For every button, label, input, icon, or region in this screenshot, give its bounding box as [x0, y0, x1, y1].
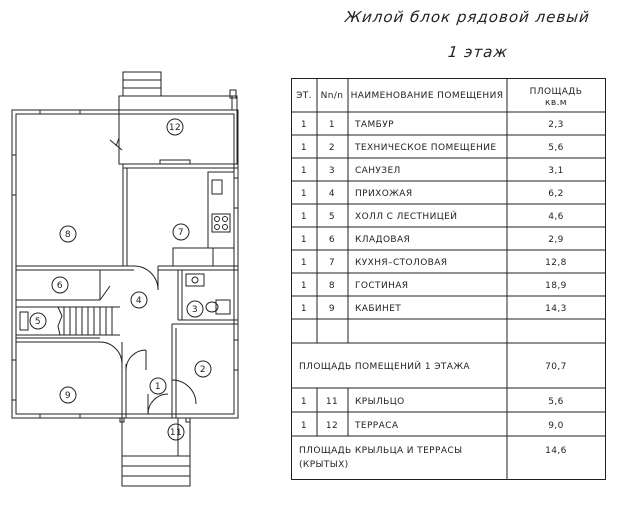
- svg-text:14,3: 14,3: [545, 304, 567, 314]
- header-area: ПЛОЩАДЬ: [530, 87, 583, 97]
- room-label-3: 3: [192, 305, 198, 315]
- header-area-unit: кв.м: [545, 98, 567, 108]
- total-porch-area: 14,6: [545, 446, 567, 456]
- header-num: Nn/n: [321, 91, 344, 101]
- svg-text:5: 5: [329, 212, 335, 222]
- svg-text:1: 1: [301, 189, 307, 199]
- porch-steps: [121, 455, 191, 487]
- svg-text:ХОЛЛ С ЛЕСТНИЦЕЙ: ХОЛЛ С ЛЕСТНИЦЕЙ: [355, 210, 457, 222]
- svg-text:9: 9: [329, 304, 335, 314]
- svg-text:1: 1: [301, 120, 307, 130]
- table-row: 1 12 ТЕРРАСА 9,0: [301, 421, 564, 431]
- svg-text:18,9: 18,9: [545, 281, 567, 291]
- room-label-8: 8: [65, 230, 71, 240]
- stove: [211, 213, 231, 233]
- sink: [185, 273, 205, 287]
- room-label-1: 1: [155, 382, 161, 392]
- svg-text:8: 8: [329, 281, 335, 291]
- total-porch-label-note: (КРЫТЫХ): [299, 460, 349, 470]
- svg-text:САНУЗЕЛ: САНУЗЕЛ: [355, 166, 401, 176]
- svg-text:ГОСТИНАЯ: ГОСТИНАЯ: [355, 281, 408, 291]
- table-row: 1 3 САНУЗЕЛ 3,1: [301, 166, 564, 176]
- room-label-7: 7: [178, 228, 184, 238]
- svg-text:1: 1: [301, 397, 307, 407]
- room-label-6: 6: [57, 281, 63, 291]
- table-row: 1 7 КУХНЯ–СТОЛОВАЯ 12,8: [301, 258, 567, 268]
- room-label-11: 11: [170, 428, 182, 438]
- fridge-unit: [172, 247, 214, 267]
- kitchen-counter: [207, 171, 235, 249]
- svg-text:2,3: 2,3: [548, 120, 564, 130]
- svg-text:1: 1: [301, 143, 307, 153]
- room-label-2: 2: [200, 365, 206, 375]
- svg-text:1: 1: [301, 235, 307, 245]
- terrace-steps: [122, 71, 162, 97]
- svg-text:КАБИНЕТ: КАБИНЕТ: [355, 304, 401, 314]
- table-row: 1 4 ПРИХОЖАЯ 6,2: [301, 189, 564, 199]
- room-label-4: 4: [136, 296, 142, 306]
- svg-text:1: 1: [301, 166, 307, 176]
- svg-text:12: 12: [326, 421, 338, 431]
- svg-text:7: 7: [329, 258, 335, 268]
- toilet: [215, 299, 231, 315]
- svg-text:ПРИХОЖАЯ: ПРИХОЖАЯ: [355, 189, 412, 199]
- svg-text:КРЫЛЬЦО: КРЫЛЬЦО: [355, 397, 405, 407]
- header-floor: ЭТ.: [296, 91, 312, 101]
- outer-wall-inner: [15, 113, 235, 415]
- svg-text:4,6: 4,6: [548, 212, 564, 222]
- svg-text:3,1: 3,1: [548, 166, 564, 176]
- svg-text:1: 1: [301, 421, 307, 431]
- table-row: 1 2 ТЕХНИЧЕСКОЕ ПОМЕЩЕНИЕ 5,6: [301, 143, 564, 153]
- svg-text:ТЕРРАСА: ТЕРРАСА: [354, 421, 399, 431]
- svg-text:12,8: 12,8: [545, 258, 567, 268]
- svg-text:9,0: 9,0: [548, 421, 564, 431]
- svg-text:1: 1: [301, 258, 307, 268]
- table-row: 1 6 КЛАДОВАЯ 2,9: [301, 235, 564, 245]
- svg-text:2: 2: [329, 143, 335, 153]
- drawing-subtitle: 1 этаж: [447, 43, 509, 61]
- svg-text:6,2: 6,2: [548, 189, 564, 199]
- table-row: 1 5 ХОЛЛ С ЛЕСТНИЦЕЙ 4,6: [301, 210, 564, 222]
- svg-text:КУХНЯ–СТОЛОВАЯ: КУХНЯ–СТОЛОВАЯ: [355, 258, 447, 268]
- floor-plan: 1 2 3 4 5 6 7 8 9 11 12: [11, 71, 239, 487]
- svg-text:1: 1: [301, 212, 307, 222]
- room-schedule-table: ЭТ. Nn/n НАИМЕНОВАНИЕ ПОМЕЩЕНИЯ ПЛОЩАДЬ …: [291, 78, 606, 480]
- table-row: 1 11 КРЫЛЬЦО 5,6: [301, 397, 564, 407]
- total-floor-label: ПЛОЩАДЬ ПОМЕЩЕНИЙ 1 ЭТАЖА: [299, 360, 470, 372]
- room-label-9: 9: [65, 391, 71, 401]
- total-porch-label: ПЛОЩАДЬ КРЫЛЬЦА И ТЕРРАСЫ: [299, 446, 462, 456]
- svg-text:1: 1: [329, 120, 335, 130]
- table-row: 1 1 ТАМБУР 2,3: [301, 120, 564, 130]
- svg-text:6: 6: [329, 235, 335, 245]
- svg-text:КЛАДОВАЯ: КЛАДОВАЯ: [355, 235, 410, 245]
- header-name: НАИМЕНОВАНИЕ ПОМЕЩЕНИЯ: [351, 91, 504, 101]
- svg-text:ТАМБУР: ТАМБУР: [354, 120, 394, 130]
- svg-text:5,6: 5,6: [548, 397, 564, 407]
- svg-text:1: 1: [301, 304, 307, 314]
- svg-text:3: 3: [329, 166, 335, 176]
- table-row: 1 8 ГОСТИНАЯ 18,9: [301, 281, 567, 291]
- drawing-title: Жилой блок рядовой левый: [344, 8, 591, 26]
- svg-text:1: 1: [301, 281, 307, 291]
- room-label-5: 5: [35, 317, 41, 327]
- svg-text:11: 11: [326, 397, 338, 407]
- svg-text:ТЕХНИЧЕСКОЕ ПОМЕЩЕНИЕ: ТЕХНИЧЕСКОЕ ПОМЕЩЕНИЕ: [354, 143, 496, 153]
- table-row: 1 9 КАБИНЕТ 14,3: [301, 304, 567, 314]
- svg-text:2,9: 2,9: [548, 235, 564, 245]
- total-floor-area: 70,7: [545, 362, 567, 372]
- svg-text:4: 4: [329, 189, 335, 199]
- svg-text:5,6: 5,6: [548, 143, 564, 153]
- room-label-12: 12: [169, 123, 181, 133]
